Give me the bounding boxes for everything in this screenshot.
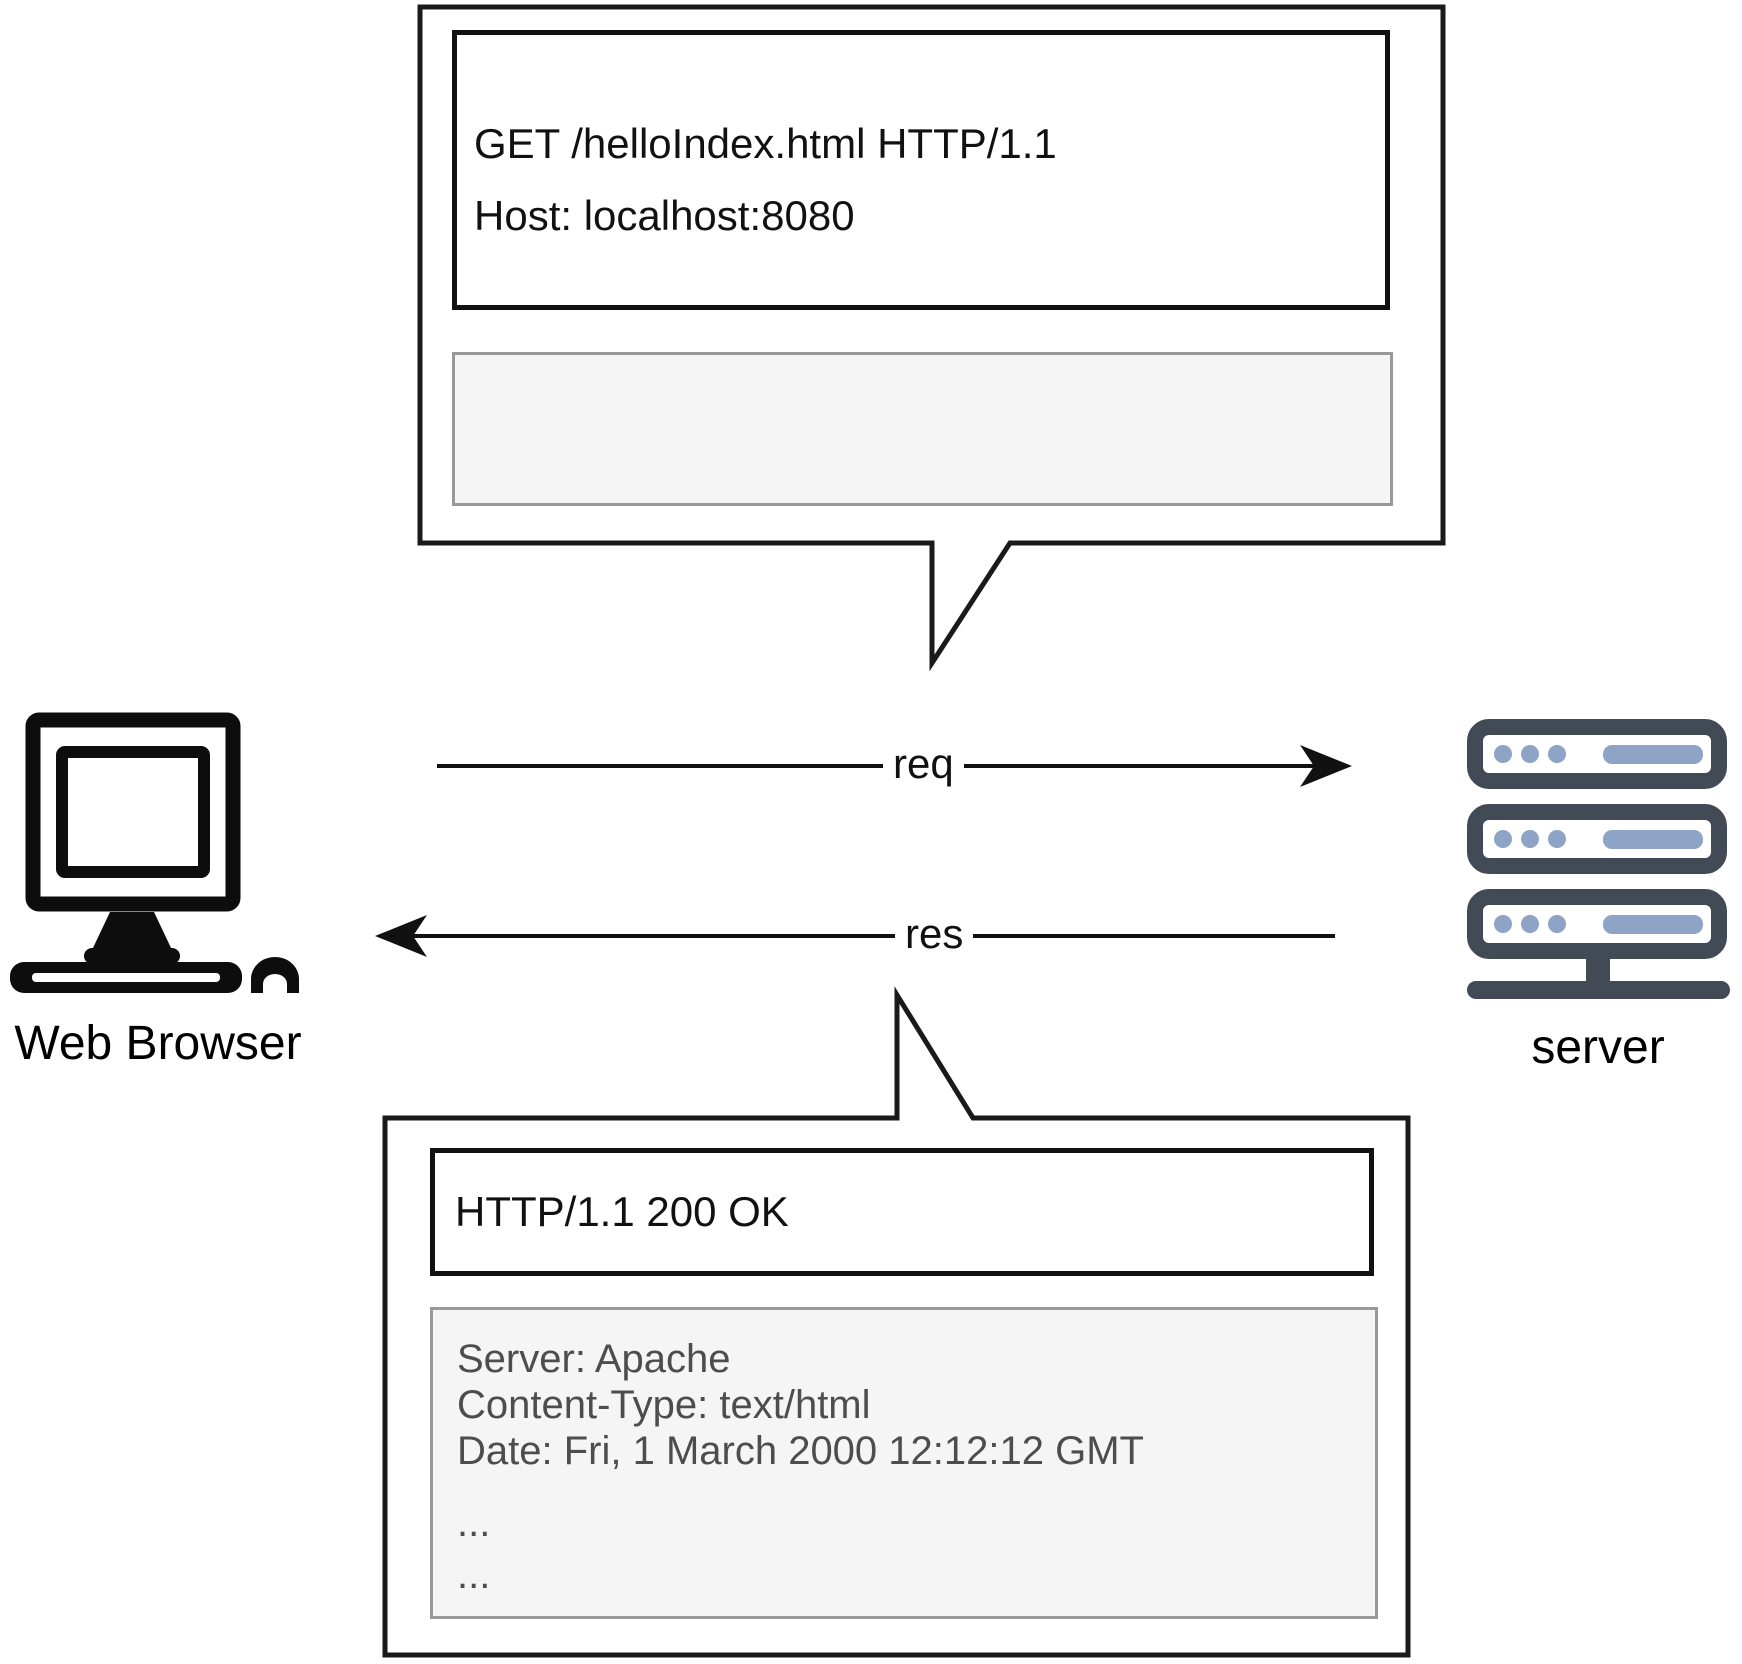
server-label: server (1531, 1021, 1665, 1074)
status-line-box: HTTP/1.1 200 OK (430, 1148, 1374, 1276)
request-line-box (452, 30, 1390, 310)
response-arrow (375, 915, 1335, 957)
server-rack-icon (1467, 719, 1730, 999)
request-body-box (452, 352, 1393, 506)
response-arrowhead-icon (375, 915, 427, 957)
request-host-text: Host: localhost:8080 (474, 192, 855, 239)
header-line-ellipsis-1: ... (457, 1501, 491, 1545)
request-arrow-label: req (883, 738, 964, 790)
request-line-text: GET /helloIndex.html HTTP/1.1 (474, 120, 1057, 167)
request-arrowhead-icon (1300, 745, 1352, 787)
header-line-ellipsis-2: ... (457, 1553, 491, 1597)
response-headers-box: Server: Apache Content-Type: text/html D… (430, 1307, 1378, 1619)
desktop-computer-icon (10, 712, 299, 993)
header-line-date: Date: Fri, 1 March 2000 12:12:12 GMT (457, 1429, 1144, 1473)
header-line-content-type: Content-Type: text/html (457, 1383, 871, 1427)
header-line-server: Server: Apache (457, 1337, 731, 1381)
client-label: Web Browser (14, 1017, 302, 1070)
status-line-text: HTTP/1.1 200 OK (455, 1188, 789, 1235)
response-arrow-label: res (895, 908, 974, 960)
